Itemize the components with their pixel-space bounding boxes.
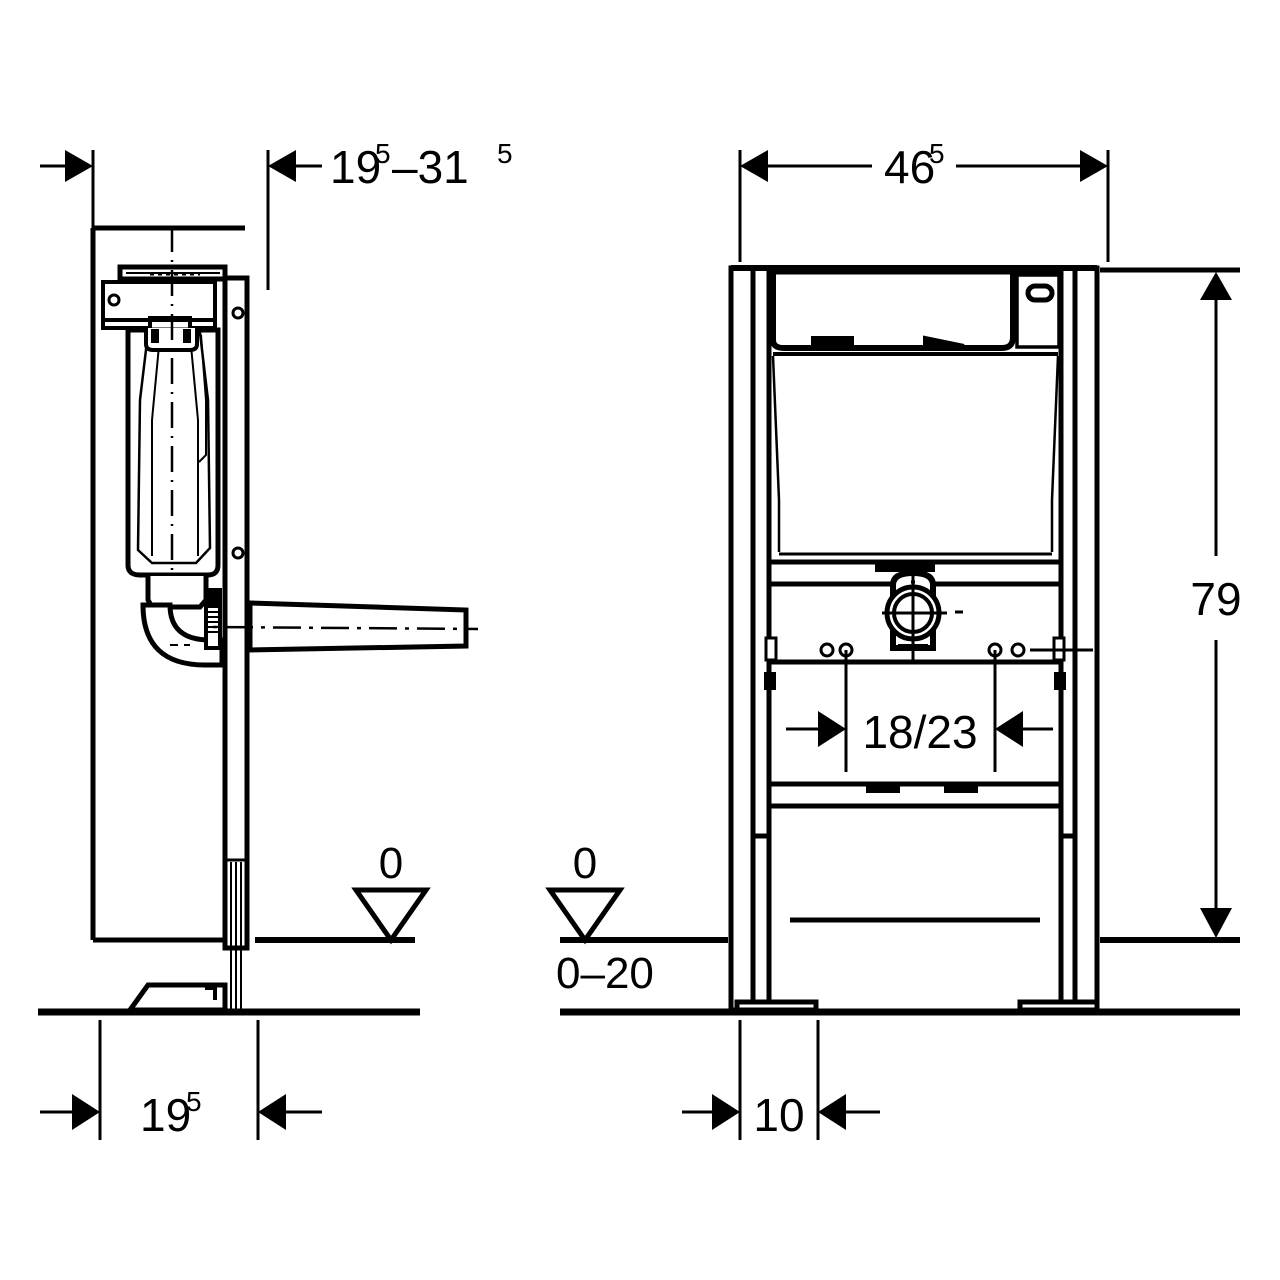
cover-tab-left [811,336,854,346]
dimension-base-depth: 19 5 [40,1020,322,1141]
cistern-cover-panel [770,274,1016,351]
fixing-hole-4 [1010,642,1026,658]
arrowhead-foot-right [818,1094,846,1130]
bracket-left [764,636,778,662]
arrowhead-width-left [740,150,768,182]
tank-front-taper-right [1050,355,1060,552]
cover-tab-right [923,335,965,348]
arrowhead-height-top [1200,272,1232,300]
dimension-width-sup: 5 [929,138,945,169]
dimension-depth-adjustable: 19 5 –31 5 [40,138,513,290]
cistern-front [766,269,1064,565]
frame-rail [222,275,250,1010]
level-triangle-left [351,887,431,945]
bottom-crossmember-body [766,781,1064,809]
bottom-tab-left [866,784,900,793]
tank-inner-fold-right [189,334,199,556]
dimension-foot-offset: 10 [682,1020,880,1141]
outlet-pipe [212,600,479,653]
level-marker-zero-right: 0 [545,839,625,945]
valve-bolt-left [151,329,159,343]
cistern-body [101,226,228,668]
arrowhead-depth-right [268,150,296,182]
outlet-pipe-body [247,600,469,653]
rail-hole-upper [231,306,245,320]
dimension-width-value: 46 [884,141,935,193]
arrowhead-width-right [1080,150,1108,182]
lower-panel-clip-left [764,672,776,690]
arrowhead-height-bottom [1200,908,1232,938]
outlet-pipe-centerline [212,625,479,631]
arrowhead-spacing-right [995,711,1023,747]
dimension-base-value: 19 [140,1089,191,1141]
base-foot [125,982,228,1013]
flush-elbow [140,602,225,668]
dimension-base-sup: 5 [186,1086,202,1117]
dimension-spacing-value: 18/23 [862,706,977,758]
dimension-outlet-spacing: 18/23 [786,650,1053,772]
dimension-depth-tail: –31 [392,141,469,193]
level-marker-zero-right-label: 0 [573,839,597,888]
level-marker-zero-left-label: 0 [379,839,403,888]
dimension-depth-sup: 5 [375,138,391,169]
fixing-hole-1 [819,642,835,658]
tank-inner-fold-far-right [198,334,207,463]
coupling-nut [208,592,218,608]
floor-tolerance-note: 0–20 [556,949,654,998]
tank-front-taper-left [771,355,781,552]
arrowhead-foot-left [712,1094,740,1130]
dimension-height: 79 [1100,267,1242,938]
frame-rail-body [222,275,250,951]
bottom-crossmember [766,781,1064,809]
lower-panel-clip-right [1054,672,1066,690]
level-triangle-right [545,887,625,945]
dimension-width: 46 5 [738,138,1110,262]
arrowhead-depth-left [65,150,93,182]
frame-upright-right [1072,265,1100,1013]
inspection-slot [1025,283,1055,303]
valve-bolt-right [183,329,191,343]
bottom-tab-right [944,784,978,793]
side-view: 0 [38,225,479,1016]
level-marker-zero-left: 0 [351,839,431,945]
foot-bracket [205,986,217,1000]
pipe-coupling [204,588,222,650]
rail-hole-lower [231,546,245,560]
dimension-depth-tail-sup: 5 [497,138,513,169]
tank-inner-contour [136,331,212,565]
dimension-foot-value: 10 [753,1089,804,1141]
mounting-hole-left-upper [107,293,121,307]
arrowhead-spacing-left [818,711,846,747]
mid-crossmember-tab [875,562,935,572]
dimension-height-value: 79 [1190,573,1241,625]
tank-inner-fold-left [151,334,161,556]
arrowhead-base-right [258,1094,286,1130]
front-view: 0 0–20 [545,265,1240,1016]
dimension-depth-value: 19 [330,141,381,193]
arrowhead-base-left [72,1094,100,1130]
outlet-panel [764,569,1093,665]
flush-outlet-neck [145,576,209,610]
frame-upright-left [728,265,756,1013]
